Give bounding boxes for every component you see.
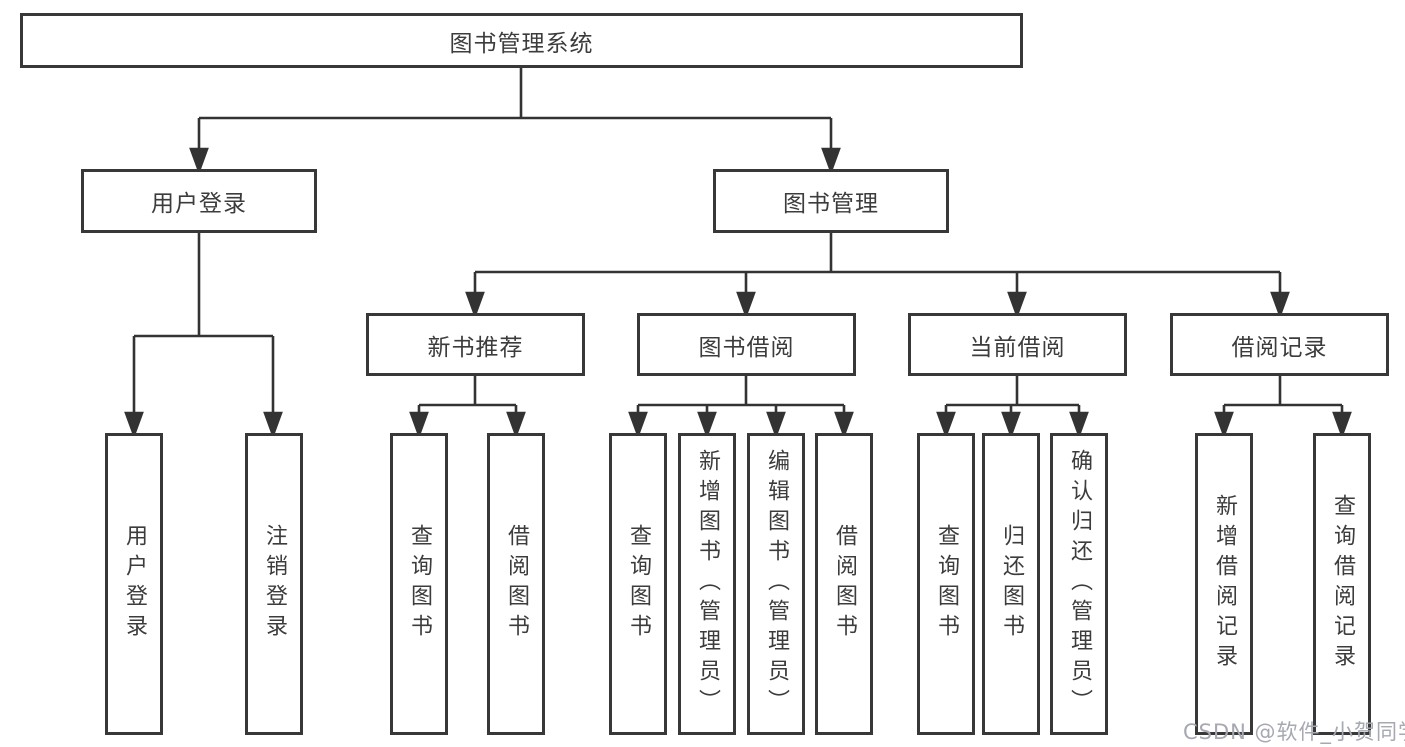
- arrowhead: [409, 411, 429, 439]
- leaf-edit-books-admin: 编辑图书（管理员）: [747, 433, 805, 735]
- node-library-management-system: 图书管理系统: [20, 13, 1023, 68]
- leaf-borrow-books-recommend: 借阅图书: [487, 433, 545, 735]
- node-book-borrowing: 图书借阅: [637, 313, 856, 376]
- arrowhead: [628, 411, 648, 439]
- arrowhead: [821, 147, 841, 175]
- node-current-borrowing: 当前借阅: [908, 313, 1127, 376]
- leaf-user-login: 用户登录: [105, 433, 163, 735]
- leaf-logout: 注销登录: [245, 433, 303, 735]
- leaf-label: 确认归还（管理员）: [1067, 449, 1092, 719]
- leaf-label: 查询图书: [934, 524, 959, 644]
- leaf-add-borrow-record: 新增借阅记录: [1195, 433, 1253, 735]
- leaf-borrow-books-borrowing: 借阅图书: [815, 433, 873, 735]
- leaf-query-books-borrowing: 查询图书: [609, 433, 667, 735]
- leaf-add-books-admin: 新增图书（管理员）: [678, 433, 736, 735]
- node-new-book-recommendation: 新书推荐: [366, 313, 585, 376]
- leaf-label: 查询图书: [626, 524, 651, 644]
- node-book-management: 图书管理: [713, 169, 949, 233]
- arrowhead: [124, 411, 144, 439]
- arrowhead: [1001, 411, 1021, 439]
- arrowhead: [1214, 411, 1234, 439]
- leaf-label: 归还图书: [999, 524, 1024, 644]
- arrowhead: [1069, 411, 1089, 439]
- arrowhead: [834, 411, 854, 439]
- leaf-label: 新增图书（管理员）: [695, 449, 720, 719]
- arrowhead: [465, 291, 485, 319]
- leaf-label: 查询图书: [407, 524, 432, 644]
- leaf-label: 借阅图书: [504, 524, 529, 644]
- csdn-watermark: CSDN @软件_小贺同学: [1183, 720, 1405, 744]
- leaf-return-books: 归还图书: [982, 433, 1040, 735]
- node-user-login: 用户登录: [81, 169, 317, 233]
- leaf-query-books-recommend: 查询图书: [390, 433, 448, 735]
- arrowhead: [736, 291, 756, 319]
- leaf-label: 用户登录: [122, 524, 147, 644]
- node-borrowing-records: 借阅记录: [1170, 313, 1389, 376]
- arrowhead: [697, 411, 717, 439]
- arrowhead: [189, 147, 209, 175]
- leaf-label: 查询借阅记录: [1330, 494, 1355, 674]
- leaf-query-books-current: 查询图书: [917, 433, 975, 735]
- arrowhead: [1007, 291, 1027, 319]
- arrowhead: [936, 411, 956, 439]
- leaf-confirm-return-admin: 确认归还（管理员）: [1050, 433, 1108, 735]
- arrowhead: [766, 411, 786, 439]
- leaf-label: 新增借阅记录: [1212, 494, 1237, 674]
- arrowhead: [1270, 291, 1290, 319]
- leaf-label: 注销登录: [262, 524, 287, 644]
- arrowhead: [1332, 411, 1352, 439]
- leaf-query-borrow-record: 查询借阅记录: [1313, 433, 1371, 735]
- leaf-label: 借阅图书: [832, 524, 857, 644]
- arrowhead: [506, 411, 526, 439]
- leaf-label: 编辑图书（管理员）: [764, 449, 789, 719]
- arrowhead: [263, 411, 283, 439]
